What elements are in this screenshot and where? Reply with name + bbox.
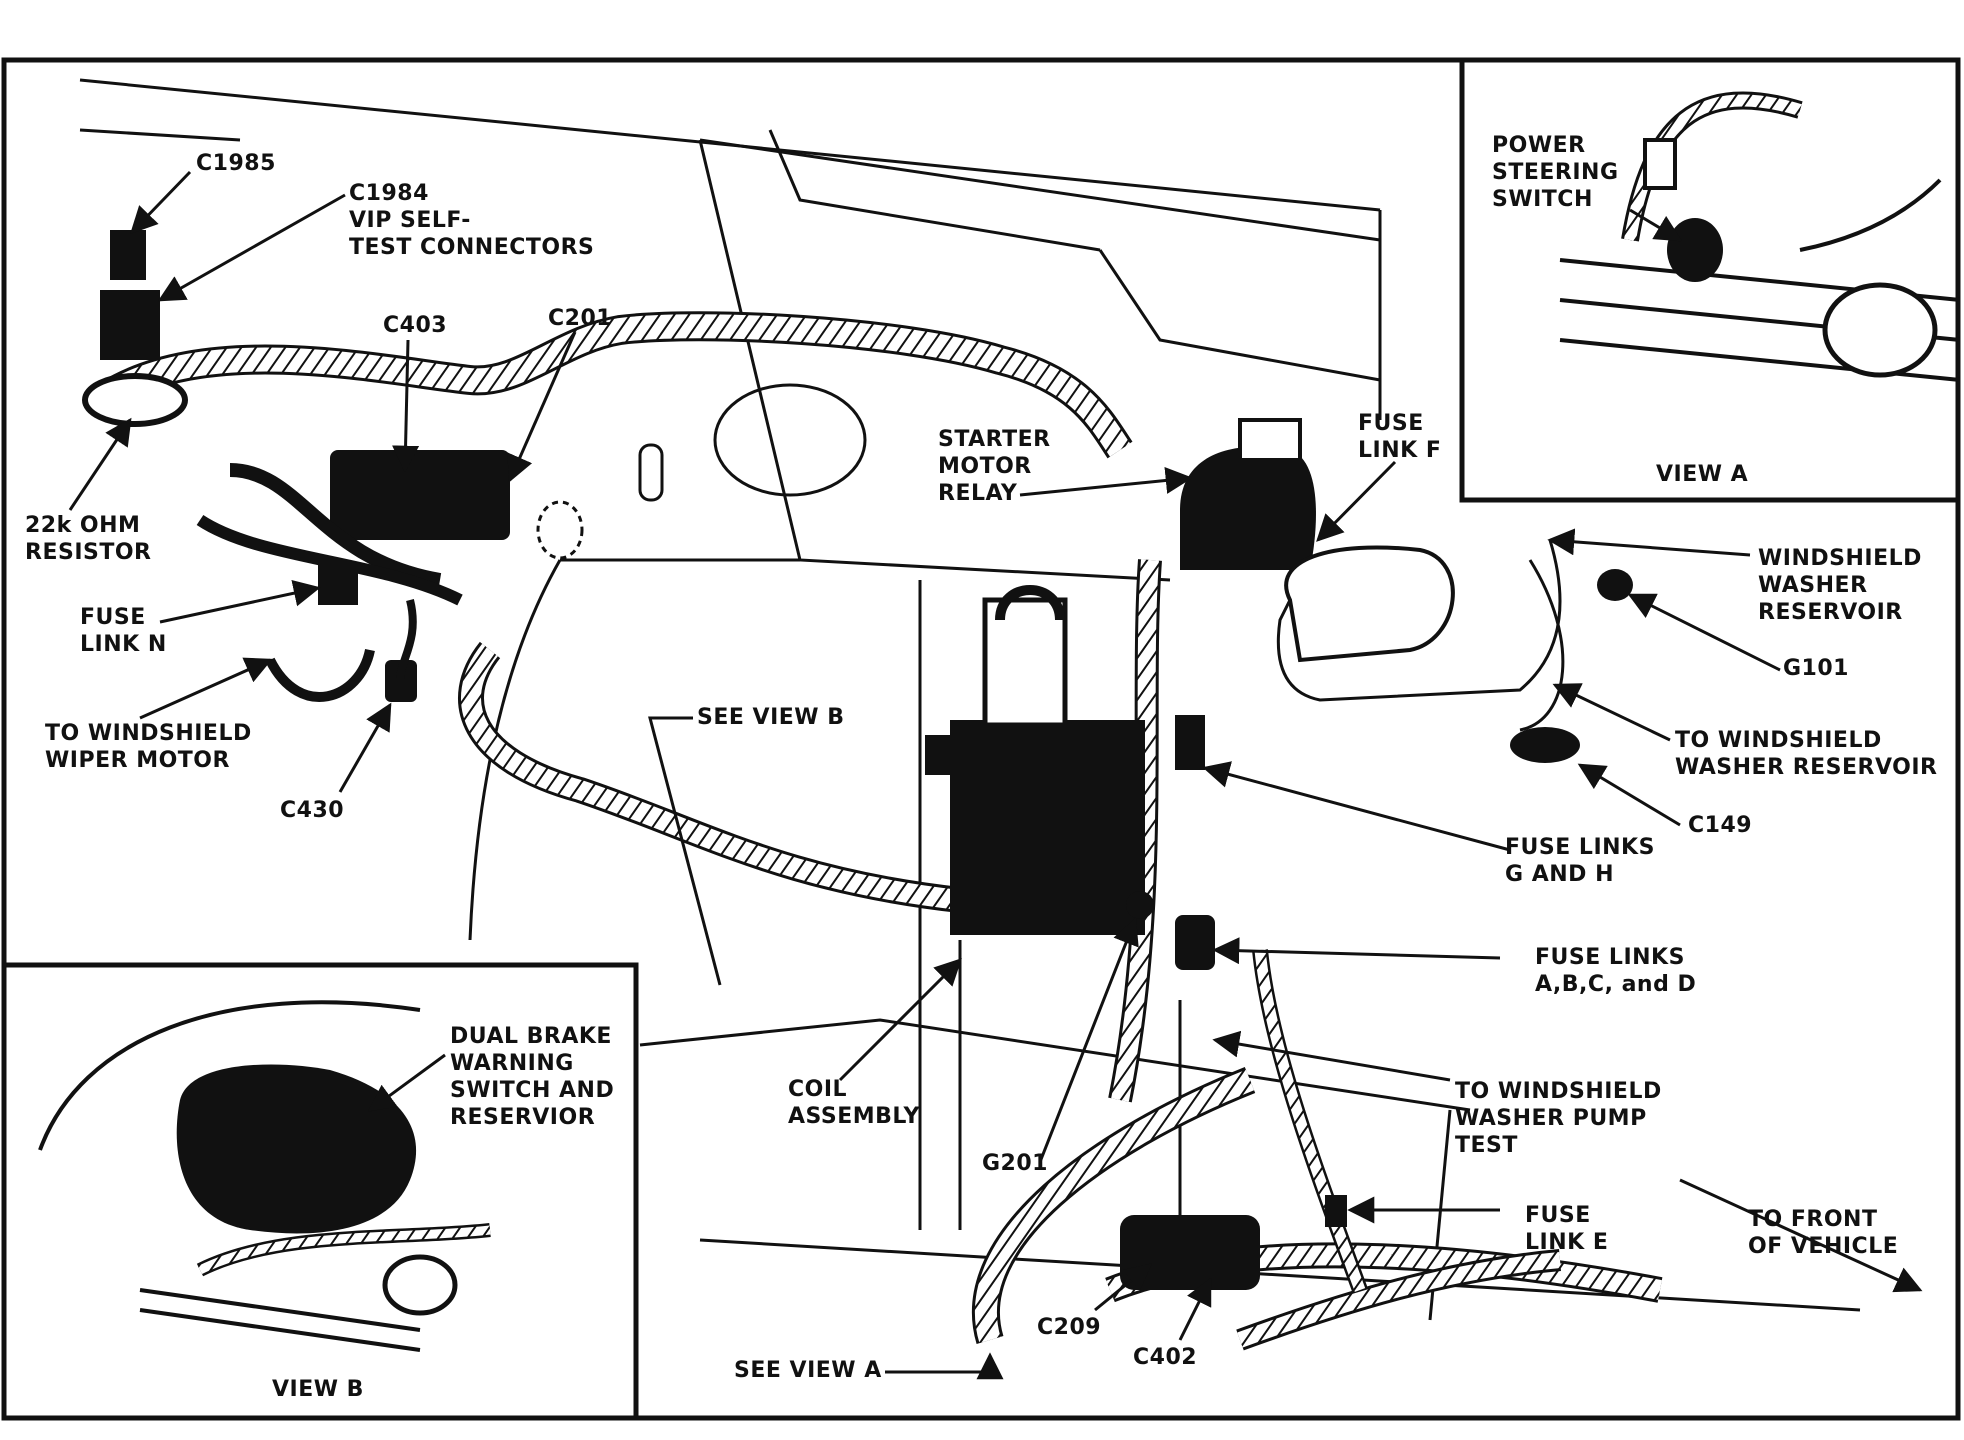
label-fuse-link-e: FUSE LINK E <box>1525 1202 1608 1256</box>
label-resistor-line1: 22k OHM <box>25 513 141 538</box>
label-starter-line2: MOTOR <box>938 454 1032 479</box>
label-fuse-gh-line2: G AND H <box>1505 862 1614 887</box>
label-c201: C201 <box>548 306 613 331</box>
label-resistor-line2: RESISTOR <box>25 540 152 565</box>
c209-c402-connector <box>1120 1215 1260 1290</box>
label-c209: C209 <box>1037 1315 1102 1340</box>
power-steering-switch <box>1667 218 1723 282</box>
label-starter-motor-relay: STARTER MOTOR RELAY <box>938 426 1051 507</box>
label-to-washer-reservoir: TO WINDSHIELD WASHER RESERVOIR <box>1675 727 1937 781</box>
label-coil-line1: COIL <box>788 1077 848 1102</box>
leader-lines <box>68 170 1923 1380</box>
label-ps-line2: STEERING <box>1492 160 1619 185</box>
fuse-links-gh <box>1175 715 1205 770</box>
label-reservoir-line2: WASHER <box>1758 573 1868 598</box>
label-washer-reservoir: WINDSHIELD WASHER RESERVOIR <box>1758 545 1922 626</box>
label-brake-line2: WARNING <box>450 1051 574 1076</box>
label-c403: C403 <box>383 313 448 338</box>
label-fuse-links-gh: FUSE LINKS G AND H <box>1505 834 1655 888</box>
label-fuse-link-f: FUSE LINK F <box>1358 410 1441 464</box>
label-brake-line3: SWITCH AND <box>450 1078 615 1103</box>
label-fuse-e-line1: FUSE <box>1525 1203 1591 1228</box>
label-fuse-abcd-line1: FUSE LINKS <box>1535 945 1685 970</box>
label-to-reservoir-line1: TO WINDSHIELD <box>1675 728 1882 753</box>
label-pump-line1: TO WINDSHIELD <box>1455 1079 1662 1104</box>
label-ps-line3: SWITCH <box>1492 187 1593 212</box>
body-panel <box>79 78 1861 1321</box>
g101-ground <box>1597 569 1633 601</box>
label-power-steering-switch: POWER STEERING SWITCH <box>1492 132 1619 213</box>
fuse-links-abcd <box>1175 915 1215 970</box>
label-brake-line1: DUAL BRAKE <box>450 1024 612 1049</box>
label-wiper-line2: WIPER MOTOR <box>45 748 230 773</box>
label-g201: G201 <box>982 1151 1048 1176</box>
label-wiper-line1: TO WINDSHIELD <box>45 721 252 746</box>
label-dual-brake-warning: DUAL BRAKE WARNING SWITCH AND RESERVIOR <box>450 1023 614 1131</box>
resistor-body <box>82 373 188 427</box>
label-fuse-gh-line1: FUSE LINKS <box>1505 835 1655 860</box>
label-reservoir-line3: RESERVOIR <box>1758 600 1903 625</box>
label-vip-line2: TEST CONNECTORS <box>349 235 595 260</box>
label-fuse-f-line1: FUSE <box>1358 411 1424 436</box>
label-ps-line1: POWER <box>1492 133 1586 158</box>
label-see-view-b: SEE VIEW B <box>697 705 845 730</box>
label-fuse-link-n: FUSE LINK N <box>80 604 167 658</box>
label-front-line1: TO FRONT <box>1748 1207 1878 1232</box>
strut-tower <box>713 383 867 497</box>
brake-switch-reservoir <box>176 1064 417 1234</box>
label-to-reservoir-line2: WASHER RESERVOIR <box>1675 755 1938 780</box>
label-fuse-f-line2: LINK F <box>1358 438 1442 463</box>
label-c402: C402 <box>1133 1345 1198 1370</box>
fuse-link-n-connector <box>318 565 358 605</box>
label-c149: C149 <box>1688 813 1753 838</box>
label-view-b: VIEW B <box>272 1377 364 1402</box>
c430-connector <box>385 660 417 702</box>
c1984-connector <box>100 290 160 360</box>
label-22k-resistor: 22k OHM RESISTOR <box>25 512 152 566</box>
label-c1984-vip: C1984 VIP SELF- TEST CONNECTORS <box>349 180 594 261</box>
label-brake-line4: RESERVIOR <box>450 1105 596 1130</box>
label-fuse-n-line1: FUSE <box>80 605 146 630</box>
outer-frame <box>1 57 1961 1421</box>
label-coil-line2: ASSEMBLY <box>788 1104 920 1129</box>
label-pump-line3: TEST <box>1455 1133 1518 1158</box>
label-front-line2: OF VEHICLE <box>1748 1234 1899 1259</box>
label-view-a: VIEW A <box>1656 462 1749 487</box>
label-fuse-abcd-line2: A,B,C, and D <box>1535 972 1697 997</box>
label-washer-pump-test: TO WINDSHIELD WASHER PUMP TEST <box>1455 1078 1662 1159</box>
label-c1984: C1984 <box>349 181 429 206</box>
c403-connector <box>330 450 510 540</box>
starter-relay <box>1180 446 1316 570</box>
label-see-view-a: SEE VIEW A <box>734 1358 882 1383</box>
coil-assembly <box>950 720 1145 935</box>
label-vip-line1: VIP SELF- <box>349 208 471 233</box>
label-pump-line2: WASHER PUMP <box>1455 1106 1647 1131</box>
c149-connector <box>1510 727 1580 763</box>
label-fuse-n-line2: LINK N <box>80 632 167 657</box>
label-g101: G101 <box>1783 656 1849 681</box>
fuse-link-e <box>1325 1195 1347 1227</box>
label-starter-line3: RELAY <box>938 481 1018 506</box>
label-reservoir-line1: WINDSHIELD <box>1758 546 1922 571</box>
label-c430: C430 <box>280 798 345 823</box>
label-to-wiper-motor: TO WINDSHIELD WIPER MOTOR <box>45 720 252 774</box>
view-a-box <box>1459 57 1961 503</box>
label-fuse-links-abcd: FUSE LINKS A,B,C, and D <box>1535 944 1696 998</box>
label-to-front-of-vehicle: TO FRONT OF VEHICLE <box>1748 1206 1898 1260</box>
c1985-connector <box>110 230 146 280</box>
view-b-artwork <box>38 1000 421 1352</box>
panel-slot <box>638 443 664 502</box>
label-coil-assembly: COIL ASSEMBLY <box>788 1076 920 1130</box>
label-fuse-e-line2: LINK E <box>1525 1230 1609 1255</box>
label-starter-line1: STARTER <box>938 427 1051 452</box>
label-c1985: C1985 <box>196 151 276 176</box>
g201-ground <box>1126 891 1154 919</box>
washer-reservoir <box>1284 545 1455 663</box>
